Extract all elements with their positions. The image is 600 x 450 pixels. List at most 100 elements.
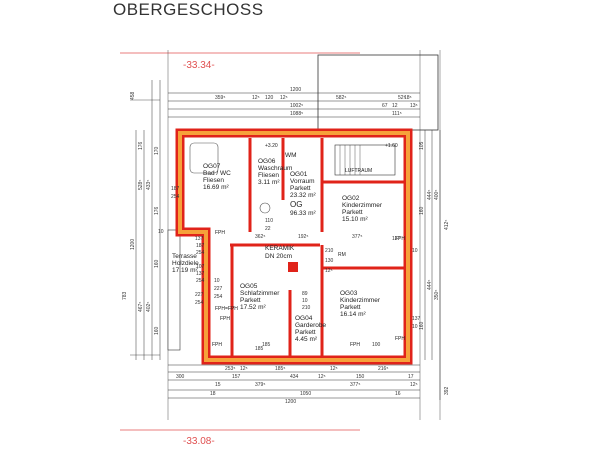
- dimension-labels-top: 1200 359⁵ 12⁵ 120 12⁵ 582⁵ 52⁵ 1002⁵ 108…: [215, 87, 418, 117]
- svg-text:1088⁵: 1088⁵: [290, 111, 303, 117]
- og05-name: Schlafzimmer: [240, 290, 280, 297]
- svg-text:+3.20: +3.20: [265, 143, 278, 149]
- svg-text:OG01: OG01: [290, 171, 308, 178]
- svg-text:Parkett: Parkett: [240, 297, 261, 304]
- dim-inner-15: 12⁵: [325, 268, 333, 274]
- dim-left-8: 137: [195, 236, 204, 242]
- dim-left-3: 528⁵: [138, 180, 144, 190]
- svg-text:13⁵: 13⁵: [410, 103, 418, 109]
- svg-text:FPH: FPH: [215, 230, 225, 236]
- dim-top-6: 52⁵: [398, 95, 406, 101]
- dim-bottom-2: 12⁵: [240, 366, 248, 372]
- svg-text:377⁵: 377⁵: [350, 382, 360, 388]
- svg-text:1050: 1050: [300, 391, 311, 397]
- svg-text:105: 105: [419, 141, 425, 150]
- dim-bottom-14: 1200: [285, 399, 296, 405]
- dim-top-13: 13⁵: [410, 103, 418, 109]
- dim-bottom-0: 300: [176, 374, 185, 380]
- dim-bottom-9: 12⁵: [318, 374, 326, 380]
- og01-name: Vorraum: [290, 178, 315, 185]
- svg-text:359⁵: 359⁵: [215, 95, 225, 101]
- svg-text:210: 210: [325, 248, 334, 254]
- interior-walls: [230, 138, 404, 356]
- og06-area: 3.11 m²: [258, 179, 280, 186]
- svg-text:254: 254: [196, 278, 205, 284]
- svg-text:Garderobe: Garderobe: [295, 322, 326, 329]
- svg-text:402⁵: 402⁵: [146, 302, 152, 312]
- og04-area: 4.45 m²: [295, 336, 318, 343]
- dim-left-11: 1200: [130, 239, 136, 250]
- og03-floor: Parkett: [340, 304, 361, 311]
- dim-bottom-15: 1050: [300, 391, 311, 397]
- svg-text:107: 107: [196, 264, 205, 270]
- svg-text:89: 89: [302, 291, 308, 297]
- svg-text:434: 434: [290, 374, 299, 380]
- svg-text:17.52 m²: 17.52 m²: [240, 304, 266, 311]
- svg-text:Fliesen: Fliesen: [203, 177, 224, 184]
- svg-text:137: 137: [196, 271, 205, 277]
- top-elevation-label: -33.34-: [183, 60, 215, 71]
- dim-bottom-10: 150: [356, 374, 365, 380]
- dim-inner-11: 110: [265, 218, 273, 224]
- dim-bottom-12: 379⁵: [255, 382, 265, 388]
- svg-text:528⁵: 528⁵: [138, 180, 144, 190]
- dim-inner-19: 185: [262, 342, 271, 348]
- og06-tag: WM: [285, 152, 297, 159]
- og07-name: Bad / WC: [203, 170, 231, 177]
- dim-left-16: 254: [195, 300, 204, 306]
- svg-text:187: 187: [196, 243, 205, 249]
- og05-floor: Parkett: [240, 297, 261, 304]
- svg-text:400⁵: 400⁵: [434, 190, 440, 200]
- dim-inner-21: 137: [412, 316, 421, 322]
- svg-text:12⁵: 12⁵: [280, 95, 288, 101]
- dim-inner-16: 89: [302, 291, 308, 297]
- dim-bottom-6: 216⁵: [378, 366, 388, 372]
- dimension-lines: [135, 80, 441, 400]
- dim-inner-18: 210: [302, 305, 311, 311]
- dim-inner-14: 130: [325, 258, 334, 264]
- dim-inner-7: 254: [214, 294, 223, 300]
- dim-top-4: 12⁵: [280, 95, 288, 101]
- svg-text:120: 120: [265, 95, 274, 101]
- svg-text:15: 15: [215, 382, 221, 388]
- svg-text:23.32 m²: 23.32 m²: [290, 192, 316, 199]
- svg-text:17.19 m²: 17.19 m²: [172, 267, 198, 274]
- svg-text:3.11 m²: 3.11 m²: [258, 179, 280, 186]
- svg-text:FPH: FPH: [350, 342, 360, 348]
- dim-top-9: 67: [382, 103, 388, 109]
- svg-text:52⁵: 52⁵: [398, 95, 406, 101]
- og04-name: Garderobe: [295, 322, 326, 329]
- dim-inner-22: 10: [412, 324, 418, 330]
- dimension-labels-bottom: 300 253⁵ 12⁵ 185 185⁵ 12⁵ 216⁵ 157 434 1…: [176, 346, 418, 405]
- svg-text:96.33 m²: 96.33 m²: [290, 210, 316, 217]
- dim-left-0: 458: [130, 91, 136, 100]
- svg-text:100: 100: [372, 342, 381, 348]
- dim-top-10: 12: [392, 103, 398, 109]
- svg-text:185: 185: [255, 346, 264, 352]
- svg-text:12⁵: 12⁵: [330, 366, 338, 372]
- svg-text:Vorraum: Vorraum: [290, 178, 315, 185]
- dim-inner-2: 107: [196, 264, 205, 270]
- svg-text:185: 185: [262, 342, 271, 348]
- dim-left-10: 160: [154, 259, 160, 268]
- og04-id: OG04: [295, 315, 313, 322]
- terrasse-area: 17.19 m²: [172, 267, 198, 274]
- svg-text:137: 137: [195, 236, 204, 242]
- svg-text:160: 160: [419, 321, 425, 330]
- svg-text:254: 254: [195, 300, 204, 306]
- svg-text:Fliesen: Fliesen: [258, 172, 279, 179]
- fph-label-3: FPH: [395, 336, 405, 342]
- fph-note-label: FPH=FPH: [215, 306, 238, 312]
- dim-right-1: 444⁵: [427, 190, 433, 200]
- svg-text:137: 137: [412, 316, 421, 322]
- svg-text:1200: 1200: [290, 87, 301, 93]
- dim-inner-17: 10: [302, 298, 308, 304]
- svg-text:18: 18: [210, 391, 216, 397]
- dim-right-9: 160: [419, 321, 425, 330]
- dim-inner-6: 227: [214, 286, 223, 292]
- svg-text:12⁵: 12⁵: [318, 374, 326, 380]
- svg-text:Parkett: Parkett: [295, 329, 316, 336]
- og03-name: Kinderzimmer: [340, 297, 381, 304]
- svg-text:10: 10: [158, 229, 164, 235]
